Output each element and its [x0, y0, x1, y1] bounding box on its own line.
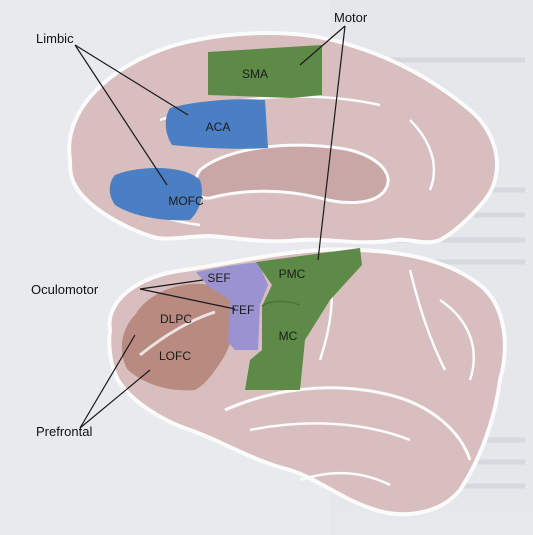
sma-label: SMA — [242, 67, 268, 81]
lateral-brain: DLPC LOFC SEF FEF PMC MC — [109, 248, 505, 514]
dlpc-label: DLPC — [160, 312, 192, 326]
oculomotor-callout: Oculomotor — [31, 282, 99, 297]
limbic-callout: Limbic — [36, 31, 74, 46]
motor-callout: Motor — [334, 10, 368, 25]
sef-label: SEF — [207, 271, 230, 285]
prefrontal-callout: Prefrontal — [36, 424, 92, 439]
mofc-label: MOFC — [168, 194, 204, 208]
pmc-label: PMC — [279, 267, 306, 281]
fef-label: FEF — [232, 303, 255, 317]
aca-label: ACA — [206, 120, 231, 134]
lofc-label: LOFC — [159, 349, 191, 363]
mc-label: MC — [279, 329, 298, 343]
